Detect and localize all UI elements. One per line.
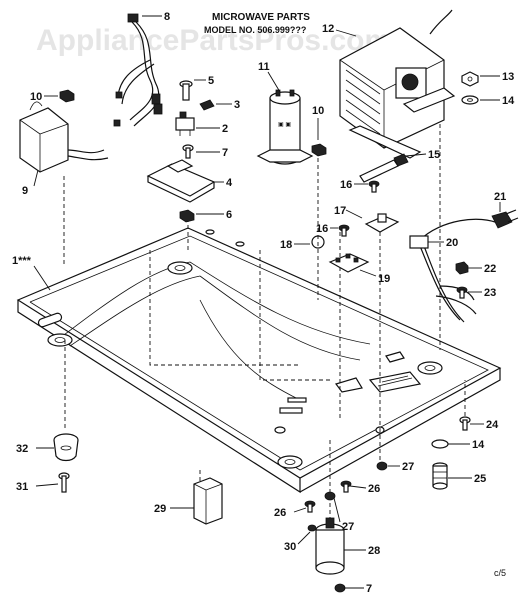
- screw: [307, 524, 317, 532]
- screw: [456, 286, 468, 299]
- callout-10: 10: [30, 91, 42, 103]
- callout-27: 27: [402, 461, 414, 473]
- clip: [376, 461, 388, 471]
- hex-nut: [59, 89, 75, 103]
- callout-7: 7: [366, 583, 372, 595]
- callout-15: 15: [428, 149, 440, 161]
- callout-22: 22: [484, 263, 496, 275]
- screw: [459, 416, 471, 431]
- screw: [334, 583, 346, 593]
- callout-16: 16: [340, 179, 352, 191]
- callout-24: 24: [486, 419, 499, 431]
- callout-16: 16: [316, 223, 328, 235]
- mounting-clip: [193, 477, 223, 525]
- callout-2: 2: [222, 123, 228, 135]
- leader-lines: [33, 15, 501, 589]
- callout-30: 30: [284, 541, 296, 553]
- callout-27: 27: [342, 521, 354, 533]
- screw: [58, 472, 70, 493]
- screw: [338, 224, 350, 237]
- callout-8: 8: [164, 11, 170, 23]
- callout-23: 23: [484, 287, 496, 299]
- callout-5: 5: [208, 75, 214, 87]
- svg-text:▣ ▣: ▣ ▣: [278, 122, 291, 128]
- screw: [182, 144, 194, 159]
- callout-6: 6: [226, 209, 232, 221]
- callout-1: 1***: [12, 255, 32, 267]
- high-voltage-diode: [315, 517, 345, 575]
- wire-harness: [113, 13, 163, 127]
- callout-11: 11: [258, 61, 270, 73]
- callout-32: 32: [16, 443, 28, 455]
- callout-19: 19: [378, 273, 390, 285]
- capacitor: ▣ ▣: [256, 89, 314, 165]
- model-number: MODEL NO. 506.999???: [204, 25, 306, 35]
- callout-28: 28: [368, 545, 380, 557]
- callout-20: 20: [446, 237, 458, 249]
- switch: [175, 111, 195, 136]
- screw: [179, 80, 193, 101]
- assembly-lines: [63, 110, 466, 530]
- screw: [368, 180, 380, 193]
- leveling-foot: [432, 462, 448, 490]
- callout-3: 3: [234, 99, 240, 111]
- callout-26: 26: [368, 483, 380, 495]
- mounting-bracket: [146, 159, 216, 203]
- terminal-block: [328, 253, 370, 273]
- rubber-foot: [53, 433, 79, 462]
- cable-tie: [311, 235, 325, 249]
- callout-12: 12: [322, 23, 334, 35]
- washer: [461, 95, 479, 105]
- bolt: [359, 153, 409, 183]
- base-plate: [16, 227, 502, 494]
- callout-7: 7: [222, 147, 228, 159]
- clip: [324, 491, 336, 501]
- watermark-text: AppliancePartsPros.com: [36, 24, 391, 57]
- hex-nut: [311, 143, 327, 157]
- transformer: [339, 9, 456, 159]
- callout-14: 14: [472, 439, 485, 451]
- washer: [431, 439, 449, 449]
- screw: [340, 480, 352, 493]
- fuse-holder: [364, 213, 400, 233]
- callout-29: 29: [154, 503, 166, 515]
- hex-nut: [179, 209, 195, 223]
- callout-9: 9: [22, 185, 28, 197]
- callout-25: 25: [474, 473, 486, 485]
- page-code: c/5: [494, 568, 506, 578]
- callout-4: 4: [226, 177, 233, 189]
- diagram-title: MICROWAVE PARTS: [212, 12, 310, 23]
- interlock-bracket: [19, 101, 109, 173]
- callout-26: 26: [274, 507, 286, 519]
- callout-31: 31: [16, 481, 28, 493]
- clip: [199, 99, 215, 111]
- callout-18: 18: [280, 239, 292, 251]
- callout-21: 21: [494, 191, 506, 203]
- callout-14: 14: [502, 95, 515, 107]
- callout-17: 17: [334, 205, 346, 217]
- hex-nut: [455, 261, 469, 275]
- screw: [304, 500, 316, 513]
- hex-nut: [461, 71, 479, 87]
- callout-13: 13: [502, 71, 514, 83]
- callout-10: 10: [312, 105, 324, 117]
